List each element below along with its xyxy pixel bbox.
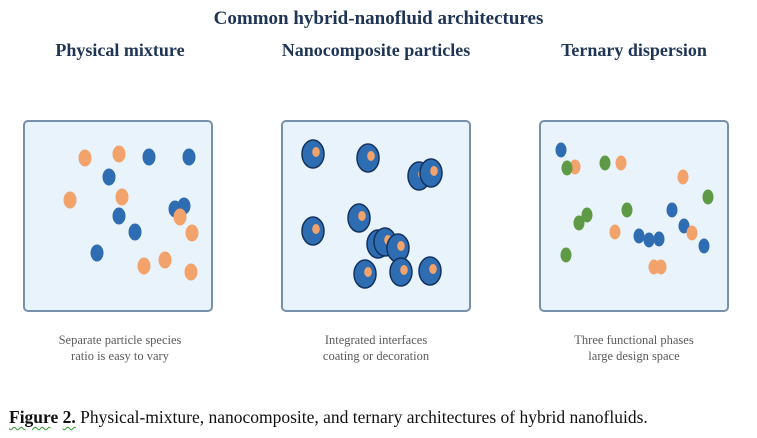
blue-particle (666, 202, 678, 218)
orange-particle (677, 169, 689, 185)
orange-particle (609, 224, 621, 240)
panel-title-ternary: Ternary dispersion (561, 40, 707, 60)
figure-caption: Figure 2. Physical-mixture, nanocomposit… (9, 407, 648, 428)
orange-particle (63, 191, 77, 209)
panel-physical-mixture (23, 120, 213, 312)
orange-particle (615, 155, 627, 171)
decoration-particle (430, 166, 438, 176)
panel-description-physical-mixture: Separate particle species ratio is easy … (0, 332, 240, 364)
panel-ternary (539, 120, 729, 312)
orange-particle (112, 145, 126, 163)
caption-text: Physical-mixture, nanocomposite, and ter… (75, 407, 648, 427)
description-line: Integrated interfaces (324, 333, 428, 347)
orange-particle (569, 159, 581, 175)
panel-title-nanocomposite: Nanocomposite particles (281, 40, 471, 60)
orange-particle (184, 263, 198, 281)
decoration-particle (397, 241, 405, 251)
blue-particle (142, 148, 156, 166)
blue-particle (128, 223, 142, 241)
green-particle (561, 160, 573, 176)
orange-particle (158, 251, 172, 269)
blue-particle (555, 142, 567, 158)
blue-particle (102, 168, 116, 186)
panel-title-physical-mixture: Physical mixture (55, 40, 185, 60)
orange-particle (115, 188, 129, 206)
nanocomposite-particles (301, 139, 443, 289)
blue-particle (112, 207, 126, 225)
description-line: ratio is easy to vary (71, 349, 169, 363)
green-particle (581, 207, 593, 223)
ternary-particles (555, 142, 714, 275)
green-particle (560, 247, 572, 263)
blue-particle (678, 218, 690, 234)
blue-particle (90, 244, 104, 262)
decoration-particle (429, 264, 437, 274)
blue-particle (643, 232, 655, 248)
green-particle (621, 202, 633, 218)
physical-mixture-particles (63, 145, 199, 281)
green-particle (702, 189, 714, 205)
caption-label-part: Figur (9, 407, 51, 427)
diagram-title: Common hybrid-nanofluid architectures (213, 8, 544, 29)
caption-label-number: 2. (62, 407, 76, 427)
orange-particle (655, 259, 667, 275)
description-line: coating or decoration (322, 349, 430, 363)
decoration-particle (367, 151, 375, 161)
orange-particle (137, 257, 151, 275)
description-line: large design space (588, 349, 680, 363)
orange-particle (185, 224, 199, 242)
decoration-particle (312, 147, 320, 157)
orange-particle (78, 149, 92, 167)
orange-particle (686, 225, 698, 241)
panel-description-ternary: Three functional phases large design spa… (514, 332, 754, 364)
decoration-particle (312, 224, 320, 234)
blue-particle (653, 231, 665, 247)
panel-nanocomposite (281, 120, 471, 312)
panel-description-nanocomposite: Integrated interfaces coating or decorat… (256, 332, 496, 364)
blue-particle (698, 238, 710, 254)
decoration-particle (358, 211, 366, 221)
decoration-particle (364, 267, 372, 277)
decoration-particle (400, 265, 408, 275)
orange-particle (173, 208, 187, 226)
caption-label-part: e (50, 407, 59, 427)
description-line: Separate particle species (58, 333, 182, 347)
blue-particle (633, 228, 645, 244)
description-line: Three functional phases (574, 333, 694, 347)
green-particle (599, 155, 611, 171)
blue-particle (182, 148, 196, 166)
green-particle (573, 215, 585, 231)
